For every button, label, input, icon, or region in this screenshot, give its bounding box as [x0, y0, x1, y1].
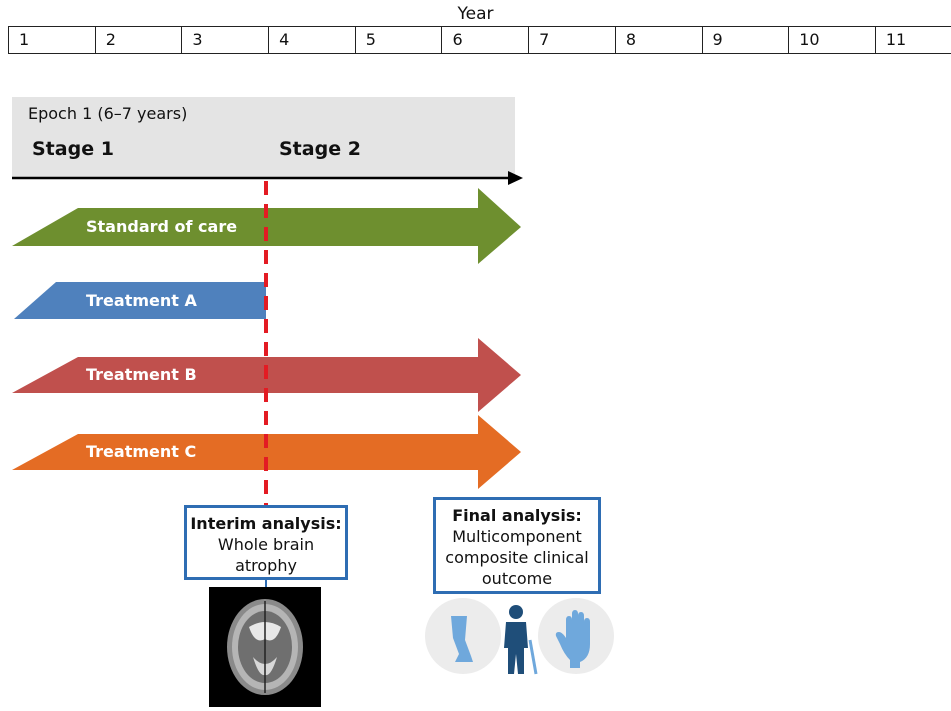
year-cell: 4: [269, 27, 356, 53]
arm-arrow-treatment-c: [12, 415, 521, 489]
arm-label-treatment-b: Treatment B: [86, 365, 197, 384]
stage-1-label: Stage 1: [32, 138, 114, 160]
epoch-panel: [12, 97, 515, 177]
year-cell: 1: [9, 27, 96, 53]
year-cell: 6: [442, 27, 530, 53]
year-cell: 7: [529, 27, 616, 53]
year-cell: 11: [876, 27, 951, 53]
hand-icon: [538, 598, 614, 674]
year-timeline: 1 2 3 4 5 6 7 8 9 10 11: [8, 26, 951, 54]
final-analysis-text: Multicomponent composite clinical outcom…: [445, 527, 589, 588]
leg-icon: [425, 598, 501, 674]
year-cell: 2: [96, 27, 183, 53]
year-cell: 8: [616, 27, 703, 53]
interim-analysis-title: Interim analysis:: [190, 514, 342, 533]
final-analysis-box: Final analysis: Multicomponent composite…: [433, 497, 601, 594]
stage-2-label: Stage 2: [279, 138, 361, 160]
arm-label-treatment-c: Treatment C: [86, 442, 197, 461]
timeline-arrowhead: [508, 171, 523, 185]
walking-person-icon: [496, 604, 540, 676]
mri-brain-icon: [209, 587, 321, 707]
final-analysis-title: Final analysis:: [452, 506, 582, 525]
arm-label-standard-of-care: Standard of care: [86, 217, 238, 236]
year-axis-label: Year: [457, 4, 494, 24]
year-cell: 5: [356, 27, 443, 53]
year-cell: 3: [182, 27, 270, 53]
year-cell: 9: [703, 27, 790, 53]
arm-arrow-treatment-a: [14, 282, 266, 319]
arm-arrow-standard-of-care: [12, 188, 521, 264]
interim-analysis-text: Whole brain atrophy: [217, 535, 315, 575]
epoch-title: Epoch 1 (6–7 years): [28, 104, 188, 123]
arm-label-treatment-a: Treatment A: [86, 291, 197, 310]
interim-analysis-box: Interim analysis: Whole brain atrophy: [184, 505, 348, 580]
year-cell: 10: [789, 27, 876, 53]
